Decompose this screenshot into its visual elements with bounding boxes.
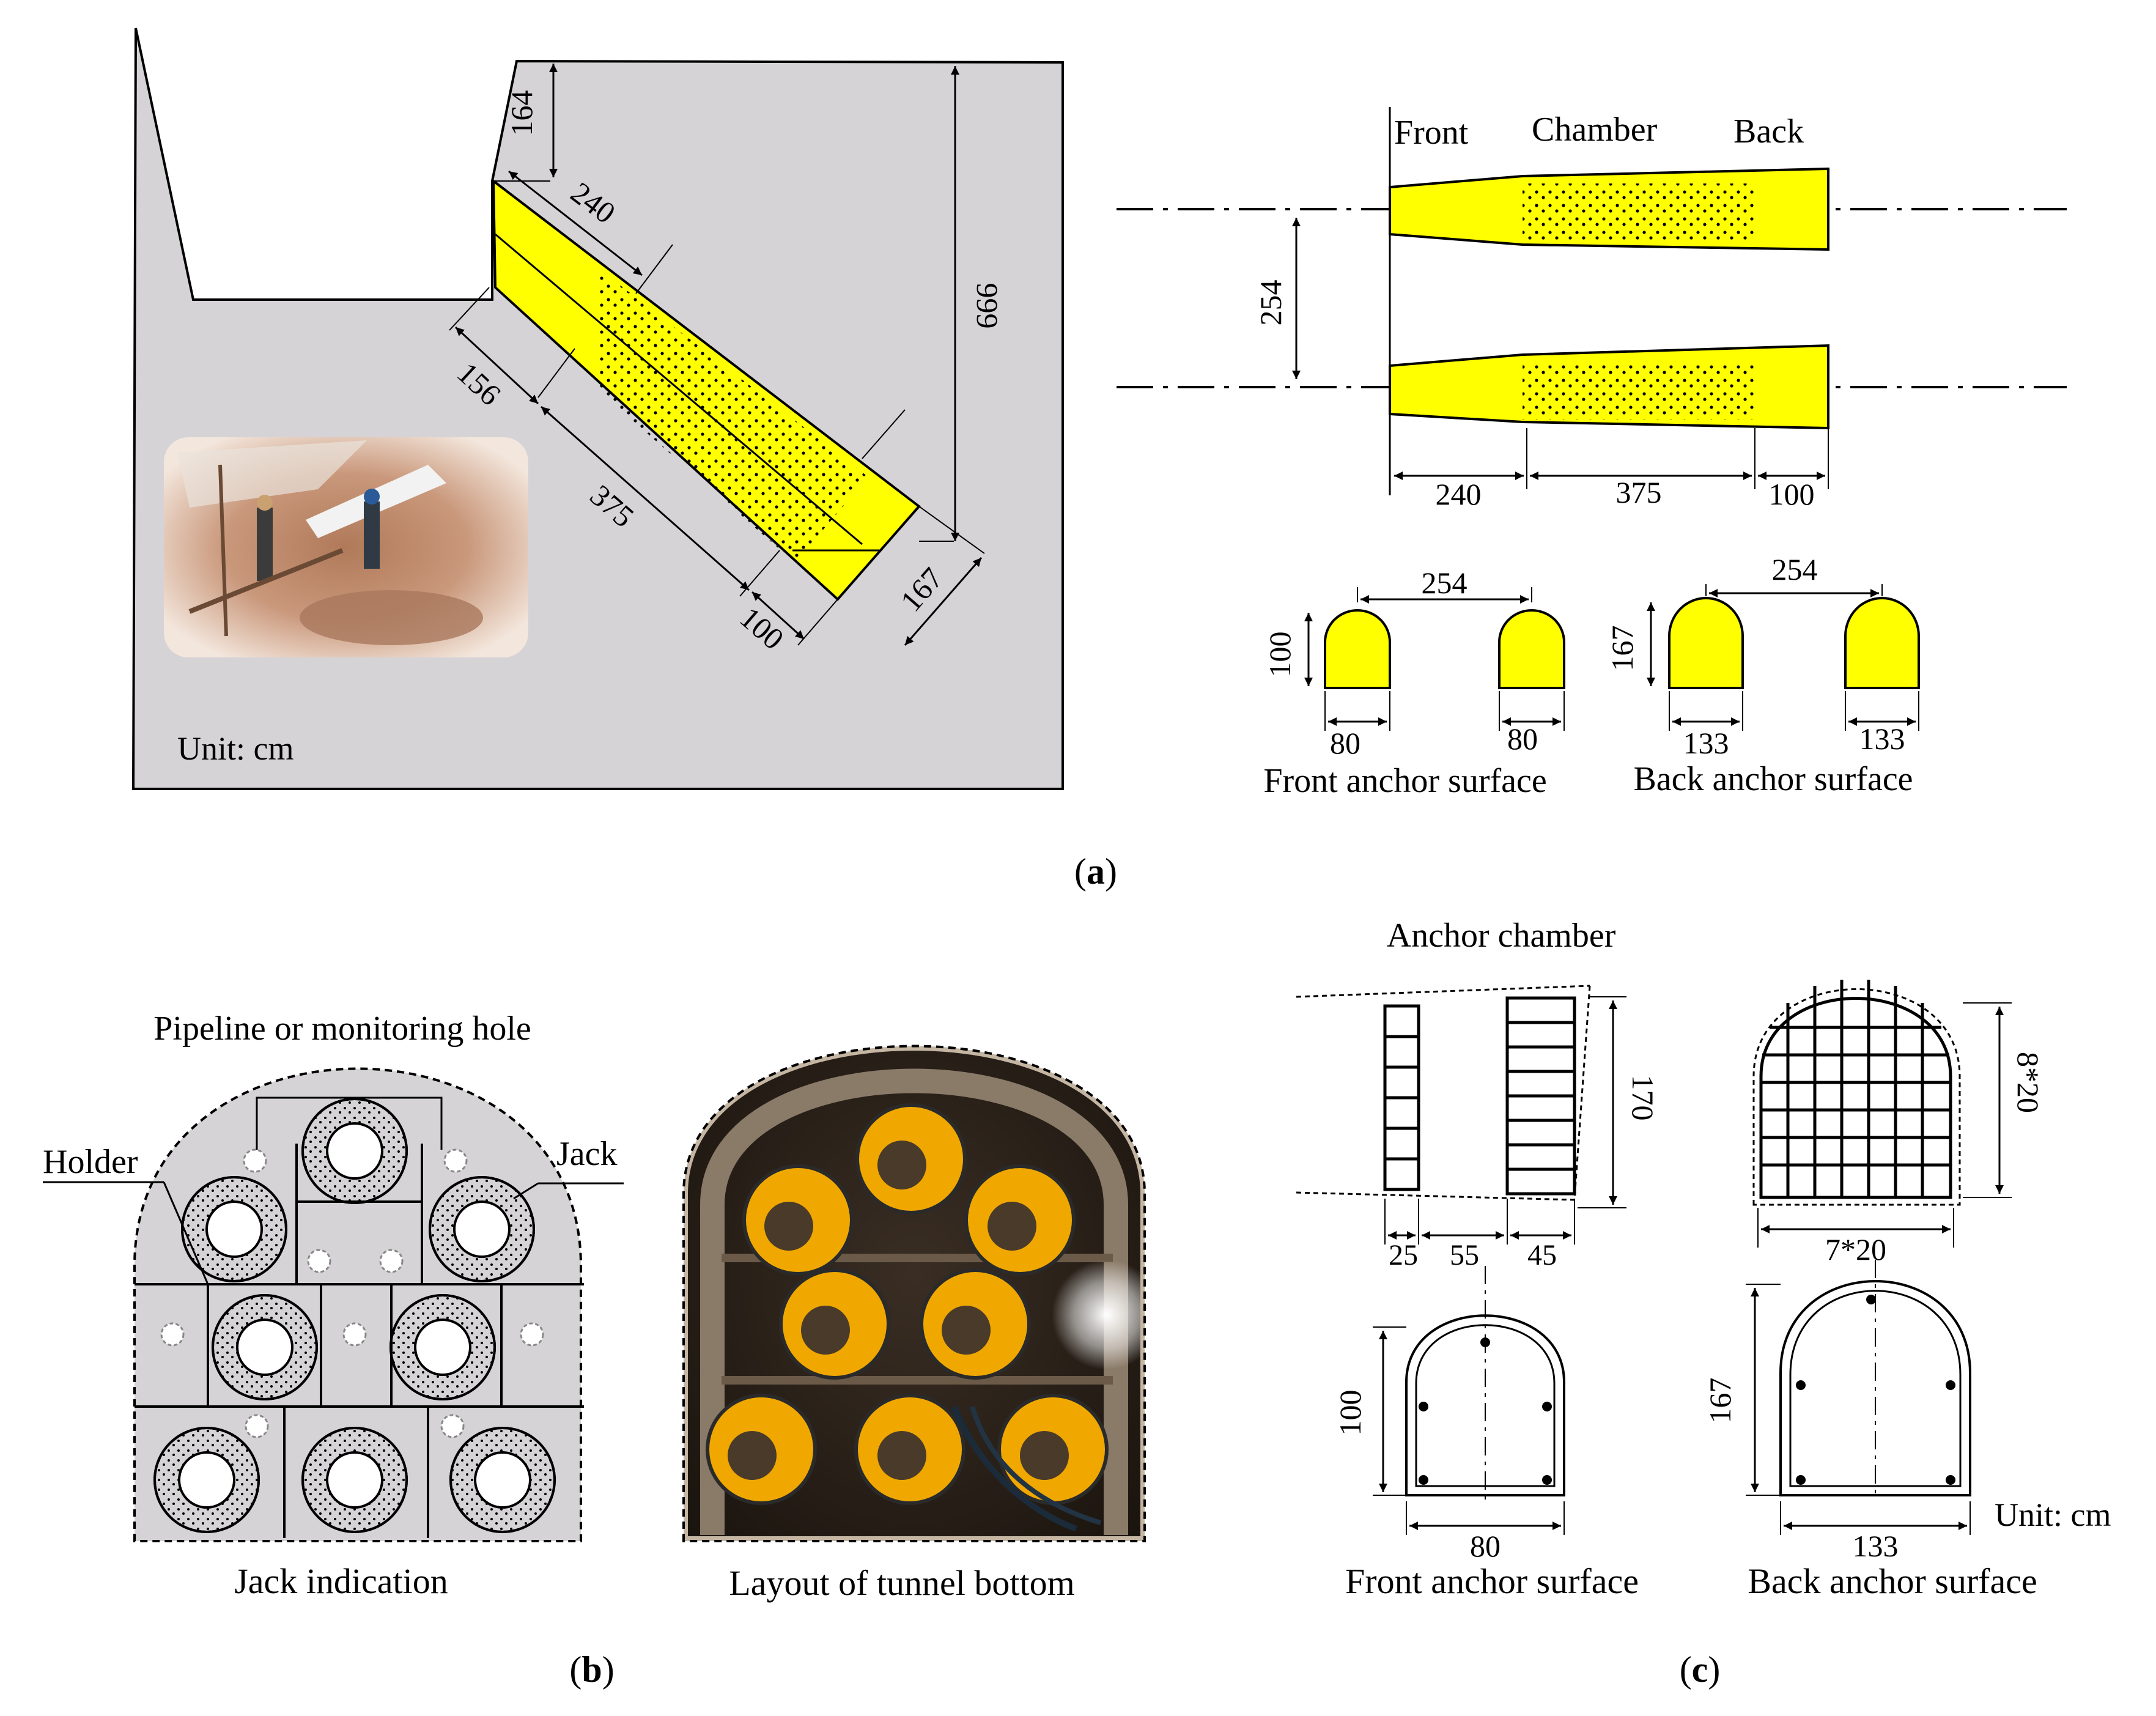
plan-back-label: Back bbox=[1733, 113, 1804, 150]
plan-front-label: Front bbox=[1394, 114, 1469, 152]
back-section-height: 167 bbox=[1605, 626, 1639, 671]
plan-len-chamber: 375 bbox=[1616, 475, 1662, 509]
back-section-width-left: 133 bbox=[1683, 726, 1729, 760]
back-c-height: 167 bbox=[1703, 1378, 1737, 1424]
panel-a: 164 240 999 156 375 100 167 Unit: cm bbox=[131, 28, 2067, 892]
chamber-seg-1: 25 bbox=[1389, 1239, 1418, 1271]
plan-spacing: 254 bbox=[1253, 280, 1288, 326]
unit-label-c: Unit: cm bbox=[1995, 1496, 2111, 1533]
panel-c-label: (c) bbox=[1680, 1649, 1721, 1690]
chamber-seg-2: 55 bbox=[1450, 1239, 1479, 1271]
panel-b-label: (b) bbox=[569, 1649, 614, 1690]
anchor-chamber-title: Anchor chamber bbox=[1387, 917, 1616, 955]
front-section-caption: Front anchor surface bbox=[1263, 762, 1546, 800]
tunnel-bottom-photo bbox=[682, 1045, 1146, 1542]
unit-label-a: Unit: cm bbox=[177, 730, 293, 767]
holder-label: Holder bbox=[43, 1143, 138, 1181]
front-anchor-sections: 254 100 80 80 Front anchor surface bbox=[1263, 566, 1565, 800]
jack-photo-discs bbox=[706, 1103, 1109, 1505]
rebar-grid bbox=[1761, 980, 1951, 1197]
monitoring-holes bbox=[160, 1148, 544, 1438]
tunnel-caption: Layout of tunnel bottom bbox=[729, 1563, 1074, 1603]
terrain-section bbox=[131, 28, 1064, 790]
jack-label: Jack bbox=[556, 1135, 618, 1173]
plan-len-back: 100 bbox=[1769, 477, 1815, 511]
chamber-height: 170 bbox=[1626, 1075, 1660, 1121]
plan-len-front: 240 bbox=[1436, 477, 1482, 511]
plan-view: Front Chamber Back 254 240 375 100 bbox=[1117, 107, 2067, 511]
panel-c: Anchor chamber 170 25 55 45 bbox=[1296, 917, 2111, 1690]
jack-indication-caption: Jack indication bbox=[234, 1561, 448, 1601]
grid-width: 7*20 bbox=[1825, 1232, 1886, 1267]
back-section-c: 167 133 Back anchor surface bbox=[1703, 1260, 2037, 1601]
panel-a-label: (a) bbox=[1074, 851, 1117, 892]
front-section-spacing: 254 bbox=[1422, 566, 1467, 600]
pipeline-label: Pipeline or monitoring hole bbox=[153, 1010, 531, 1048]
rebar-grid-outline bbox=[1759, 997, 1952, 1199]
panel-b: Pipeline or monitoring hole Holder Jack … bbox=[43, 1010, 1146, 1690]
jack-rings bbox=[153, 1098, 556, 1533]
front-section-width-left: 80 bbox=[1330, 726, 1360, 760]
back-c-caption: Back anchor surface bbox=[1748, 1561, 2037, 1601]
plan-chamber-label: Chamber bbox=[1532, 111, 1658, 149]
dim-164: 164 bbox=[504, 91, 539, 136]
back-section-spacing: 254 bbox=[1772, 552, 1818, 586]
front-section-height: 100 bbox=[1263, 632, 1297, 678]
chamber-seg-3: 45 bbox=[1527, 1239, 1557, 1271]
front-section-c: 100 80 Front anchor surface bbox=[1333, 1266, 1639, 1601]
front-c-width: 80 bbox=[1470, 1529, 1501, 1563]
grid-height: 8*20 bbox=[2011, 1052, 2045, 1113]
front-c-caption: Front anchor surface bbox=[1345, 1561, 1639, 1601]
front-c-height: 100 bbox=[1333, 1390, 1367, 1436]
front-section-width-right: 80 bbox=[1507, 722, 1538, 756]
back-section-caption: Back anchor surface bbox=[1633, 760, 1913, 798]
back-section-width-right: 133 bbox=[1859, 722, 1905, 756]
construction-photo bbox=[164, 437, 528, 657]
back-c-width: 133 bbox=[1853, 1529, 1899, 1563]
dim-999: 999 bbox=[970, 283, 1005, 329]
back-anchor-sections: 254 167 133 133 Back anchor surface bbox=[1605, 552, 1920, 798]
